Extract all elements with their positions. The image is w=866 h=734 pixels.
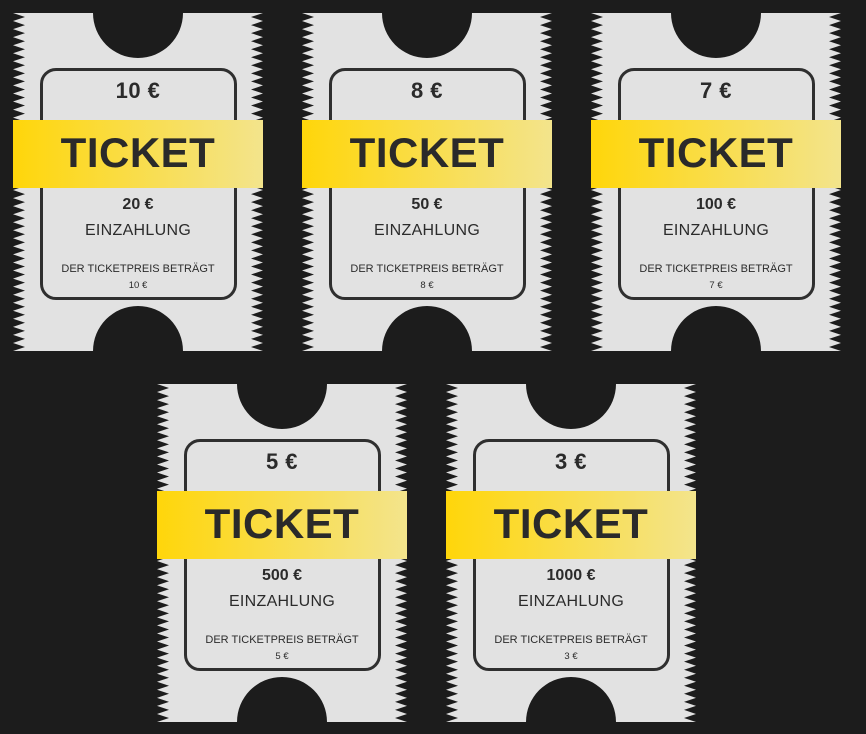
ticket-deposit-label: EINZAHLUNG: [662, 222, 770, 239]
ticket-band: [302, 120, 552, 188]
ticket-price-note-value: 3 €: [564, 651, 578, 662]
ticket-price: 5 €: [265, 449, 299, 474]
ticket-card[interactable]: 7 € TICKET 100 € EINZAHLUNG DER TICKETPR…: [591, 13, 841, 351]
ticket-price-note-value: 8 €: [420, 280, 434, 291]
ticket-price-note: DER TICKETPREIS BETRÄGT: [639, 263, 793, 275]
ticket-price: 8 €: [410, 78, 444, 103]
ticket-card[interactable]: 5 € TICKET 500 € EINZAHLUNG DER TICKETPR…: [157, 384, 407, 722]
ticket-band-label: TICKET: [349, 129, 505, 176]
ticket-price-note: DER TICKETPREIS BETRÄGT: [205, 634, 359, 646]
ticket-price: 10 €: [115, 78, 161, 103]
ticket-card[interactable]: 8 € TICKET 50 € EINZAHLUNG DER TICKETPRE…: [302, 13, 552, 351]
ticket-deposit-amount: 500 €: [261, 567, 303, 584]
ticket-deposit-amount: 20 €: [122, 196, 154, 213]
ticket-card[interactable]: 10 € TICKET 20 € EINZAHLUNG DER TICKETPR…: [13, 13, 263, 351]
ticket-band: [446, 491, 696, 559]
ticket-deposit-amount: 100 €: [695, 196, 737, 213]
ticket-price-note: DER TICKETPREIS BETRÄGT: [494, 634, 648, 646]
ticket-deposit-amount: 50 €: [411, 196, 443, 213]
ticket-band: [13, 120, 263, 188]
ticket-price: 3 €: [554, 449, 588, 474]
ticket-band-label: TICKET: [60, 129, 216, 176]
ticket-deposit-label: EINZAHLUNG: [517, 593, 625, 610]
ticket-band: [157, 491, 407, 559]
ticket-price-note-value: 7 €: [709, 280, 723, 291]
ticket-price-note: DER TICKETPREIS BETRÄGT: [61, 263, 215, 275]
ticket-price: 7 €: [699, 78, 733, 103]
ticket-price-note: DER TICKETPREIS BETRÄGT: [350, 263, 504, 275]
ticket-price-note-value: 10 €: [128, 280, 148, 291]
ticket-band-label: TICKET: [204, 500, 360, 547]
ticket-deposit-label: EINZAHLUNG: [84, 222, 192, 239]
ticket-band: [591, 120, 841, 188]
ticket-card[interactable]: 3 € TICKET 1000 € EINZAHLUNG DER TICKETP…: [446, 384, 696, 722]
ticket-deposit-label: EINZAHLUNG: [228, 593, 336, 610]
ticket-band-label: TICKET: [493, 500, 649, 547]
ticket-band-label: TICKET: [638, 129, 794, 176]
ticket-price-note-value: 5 €: [275, 651, 289, 662]
ticket-deposit-amount: 1000 €: [546, 567, 596, 584]
ticket-deposit-label: EINZAHLUNG: [373, 222, 481, 239]
